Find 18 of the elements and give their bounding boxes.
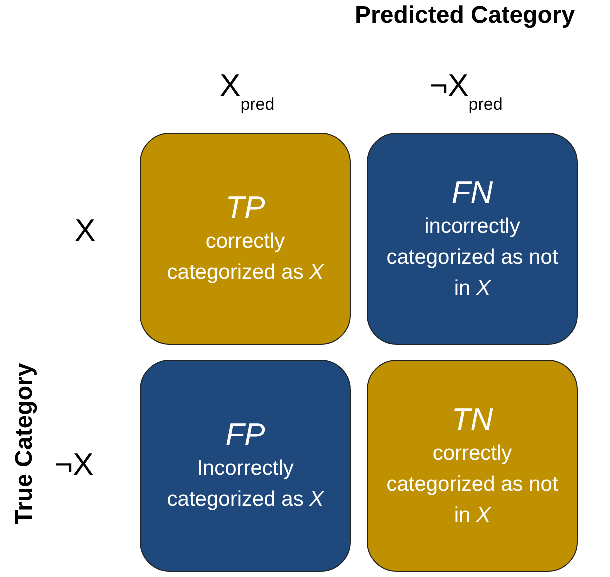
cell-abbreviation: TN [452,402,494,438]
cell-description: correctly categorized as X [166,229,326,286]
axis-title: True Category [11,362,39,527]
column-header: X$_{pred}$ [220,68,275,115]
matrix-cell-card [367,133,578,345]
axis-title: Predicted Category [355,2,576,30]
cell-description: incorrectly categorized as not in X [386,214,560,302]
cell-abbreviation: TP [226,190,266,226]
row-header: ¬X [55,447,94,483]
cell-description: correctly categorized as not in X [386,440,560,528]
cell-description: Incorrectly categorized as X [166,456,326,513]
row-header: X [75,213,96,249]
matrix-cell-card [140,133,351,345]
column-header: ¬X$_{pred}$ [430,68,503,115]
matrix-cell-card [367,360,578,572]
matrix-cell-card [140,360,351,572]
cell-abbreviation: FP [226,417,266,453]
cell-abbreviation: FN [452,174,494,210]
